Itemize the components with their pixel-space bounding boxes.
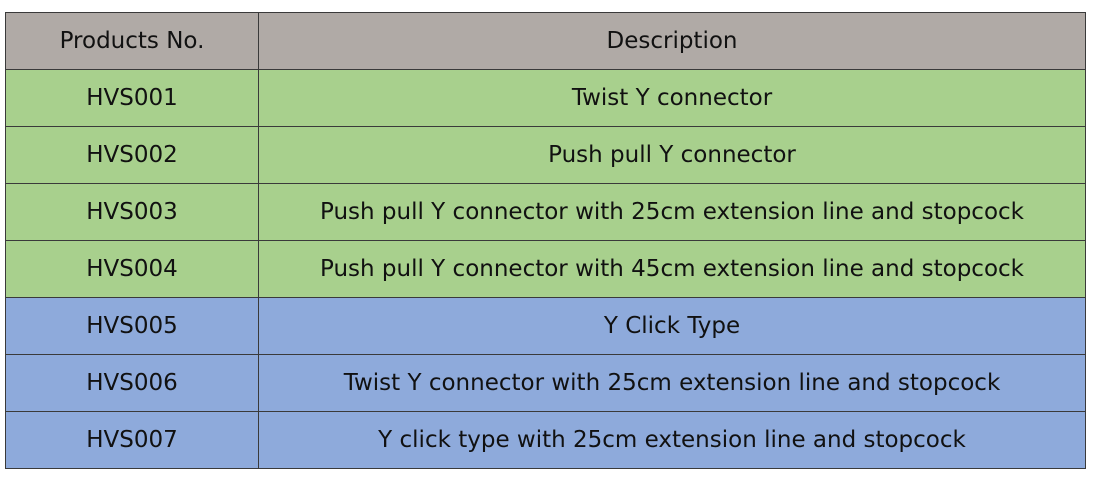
description-cell: Y click type with 25cm extension line an… bbox=[258, 411, 1086, 469]
product-no-cell: HVS007 bbox=[5, 411, 259, 469]
product-no-cell: HVS002 bbox=[5, 126, 259, 184]
description-cell: Push pull Y connector bbox=[258, 126, 1086, 184]
product-no-cell: HVS006 bbox=[5, 354, 259, 412]
description-cell: Twist Y connector bbox=[258, 69, 1086, 127]
description-cell: Push pull Y connector with 45cm extensio… bbox=[258, 240, 1086, 298]
product-table: Products No. Description HVS001 Twist Y … bbox=[5, 12, 1086, 469]
product-no-cell: HVS001 bbox=[5, 69, 259, 127]
table-row: HVS003 Push pull Y connector with 25cm e… bbox=[5, 183, 1086, 241]
description-cell: Push pull Y connector with 25cm extensio… bbox=[258, 183, 1086, 241]
table-header-row: Products No. Description bbox=[5, 12, 1086, 70]
product-no-cell: HVS003 bbox=[5, 183, 259, 241]
header-products-no: Products No. bbox=[5, 12, 259, 70]
product-no-cell: HVS005 bbox=[5, 297, 259, 355]
description-cell: Y Click Type bbox=[258, 297, 1086, 355]
table-row: HVS005 Y Click Type bbox=[5, 297, 1086, 355]
table-row: HVS006 Twist Y connector with 25cm exten… bbox=[5, 354, 1086, 412]
description-cell: Twist Y connector with 25cm extension li… bbox=[258, 354, 1086, 412]
table-row: HVS004 Push pull Y connector with 45cm e… bbox=[5, 240, 1086, 298]
table-row: HVS002 Push pull Y connector bbox=[5, 126, 1086, 184]
table-row: HVS001 Twist Y connector bbox=[5, 69, 1086, 127]
header-description: Description bbox=[258, 12, 1086, 70]
table-row: HVS007 Y click type with 25cm extension … bbox=[5, 411, 1086, 469]
product-no-cell: HVS004 bbox=[5, 240, 259, 298]
